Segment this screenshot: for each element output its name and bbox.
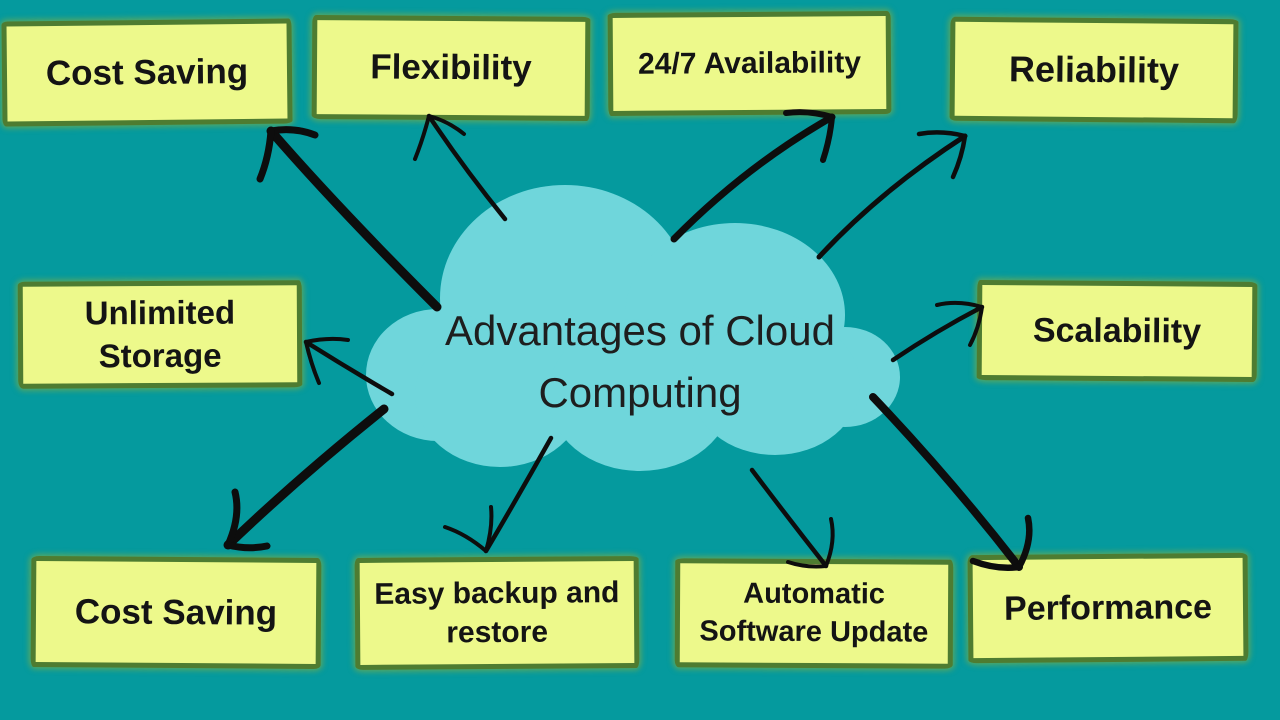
node-label: 24/7 Availability: [637, 46, 862, 81]
arrow-to-auto-update: [749, 467, 835, 569]
node-label: Reliability: [1008, 47, 1180, 91]
arrow-to-cost-saving-bottom: [223, 404, 389, 552]
node-cost-saving-bottom: Cost Saving: [30, 555, 322, 670]
node-label: Cost Saving: [45, 51, 249, 93]
node-label: Automatic Software Update: [699, 577, 929, 649]
node-label: Cost Saving: [74, 592, 278, 633]
node-easy-backup: Easy backup and restore: [354, 556, 640, 670]
node-label: Scalability: [1032, 311, 1202, 351]
arrow-to-reliability: [816, 130, 968, 260]
node-label: Easy backup and restore: [374, 576, 620, 650]
node-label: Flexibility: [370, 47, 532, 88]
arrow-to-performance: [869, 393, 1033, 571]
node-scalability: Scalability: [976, 280, 1258, 382]
arrow-to-scalability: [890, 300, 985, 363]
arrow-to-easy-backup: [443, 435, 554, 554]
node-reliability: Reliability: [949, 16, 1239, 124]
node-unlimited-storage: Unlimited Storage: [17, 280, 303, 389]
arrow-to-availability: [670, 109, 836, 243]
node-auto-update: Automatic Software Update: [674, 558, 954, 669]
node-label: Performance: [1003, 587, 1213, 628]
node-label: Unlimited Storage: [84, 293, 236, 374]
node-performance: Performance: [967, 552, 1249, 664]
node-availability: 24/7 Availability: [607, 11, 892, 116]
arrow-to-unlimited-storage: [303, 336, 395, 397]
cloud-title: Advantages of Cloud Computing: [445, 307, 835, 417]
arrow-to-flexibility: [413, 113, 508, 222]
node-cost-saving-top: Cost Saving: [1, 18, 293, 127]
node-flexibility: Flexibility: [311, 15, 591, 121]
